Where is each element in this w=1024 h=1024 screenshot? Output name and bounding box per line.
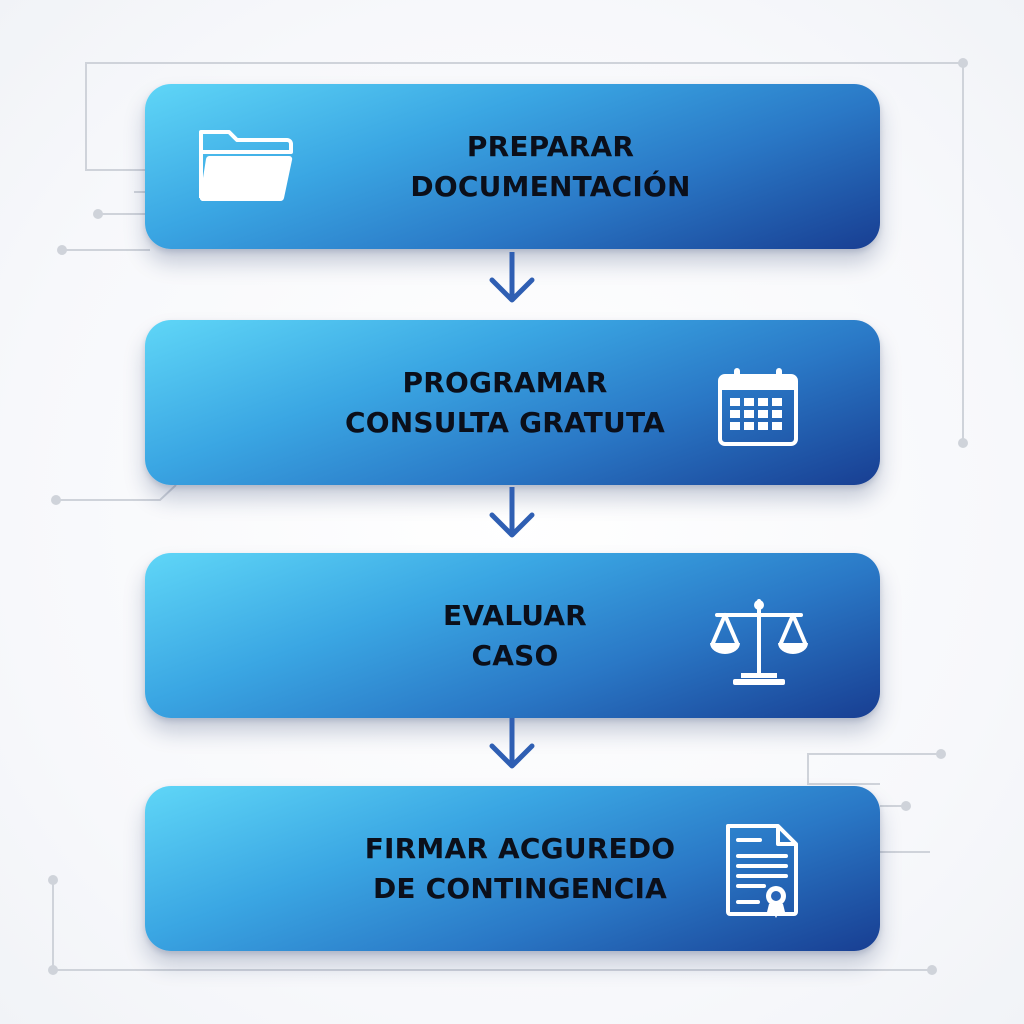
step-sign-contingency-agreement: FIRMAR ACGUREDO DE CONTINGENCIA (145, 786, 880, 951)
down-arrow-icon (489, 252, 535, 303)
calendar-icon (717, 366, 801, 452)
step-label: FIRMAR ACGUREDO DE CONTINGENCIA (364, 831, 676, 905)
down-arrow-icon (489, 718, 535, 769)
step-prepare-documentation: PREPARAR DOCUMENTACIÓN (145, 84, 880, 249)
step-evaluate-case: EVALUAR CASO (145, 553, 880, 718)
step-label: PROGRAMAR CONSULTA GRATUTA (345, 365, 665, 439)
folder-icon (195, 128, 295, 210)
certificate-document-icon (724, 822, 802, 922)
step-schedule-consultation: PROGRAMAR CONSULTA GRATUTA (145, 320, 880, 485)
down-arrow-icon (489, 487, 535, 538)
step-label: PREPARAR DOCUMENTACIÓN (410, 129, 691, 203)
step-label: EVALUAR CASO (443, 598, 587, 672)
scales-of-justice-icon (707, 597, 811, 691)
